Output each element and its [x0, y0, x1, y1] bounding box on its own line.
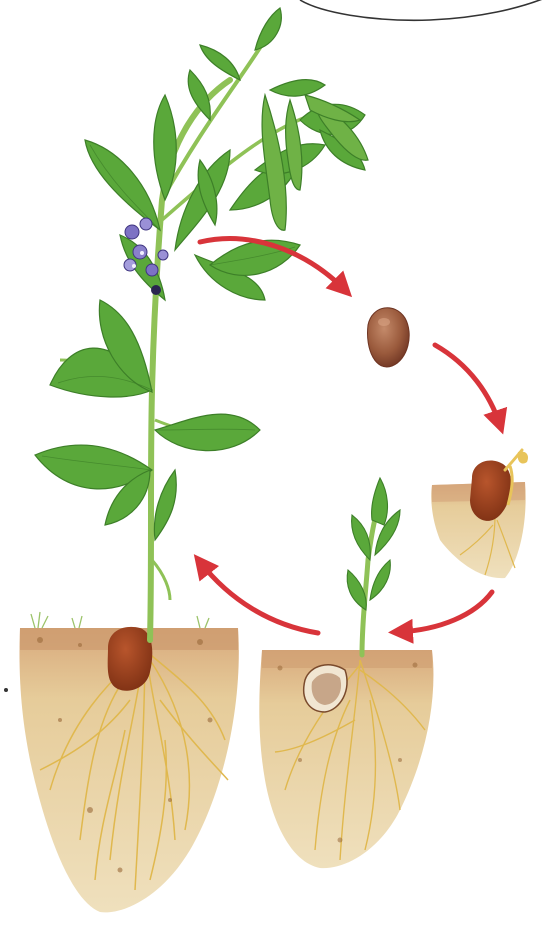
seedling-leaf: [347, 570, 366, 610]
mature-plant-soil: [19, 612, 238, 912]
flower: [158, 250, 168, 260]
leaf: [270, 80, 325, 97]
bean-seedling: [259, 478, 433, 868]
leaf: [155, 414, 260, 451]
leaf: [210, 240, 300, 275]
arrow-seed-to-germinating: [435, 345, 500, 425]
bean-pod: [262, 95, 286, 230]
flower: [125, 225, 139, 239]
leaf: [154, 470, 176, 540]
leaf: [200, 45, 240, 80]
flower: [151, 285, 161, 295]
mature-bean-plant: [35, 8, 368, 640]
flower: [140, 218, 152, 230]
germinating-seed: [431, 450, 528, 578]
margin-dot: [4, 688, 8, 692]
spent-seed: [108, 627, 153, 691]
seedling-leaf: [372, 478, 388, 525]
grass-tufts: [31, 612, 209, 628]
seedling-leaf: [370, 560, 390, 600]
leaf: [255, 8, 281, 50]
bean-seed: [368, 308, 410, 367]
flower: [146, 264, 158, 276]
seedling-leaf: [352, 515, 371, 560]
speech-bubble-edge: [300, 0, 545, 20]
flower: [133, 245, 147, 259]
arrow-seedling-to-plant: [200, 562, 318, 633]
arrow-germinating-to-seedling: [398, 592, 492, 632]
leaf: [85, 140, 160, 230]
